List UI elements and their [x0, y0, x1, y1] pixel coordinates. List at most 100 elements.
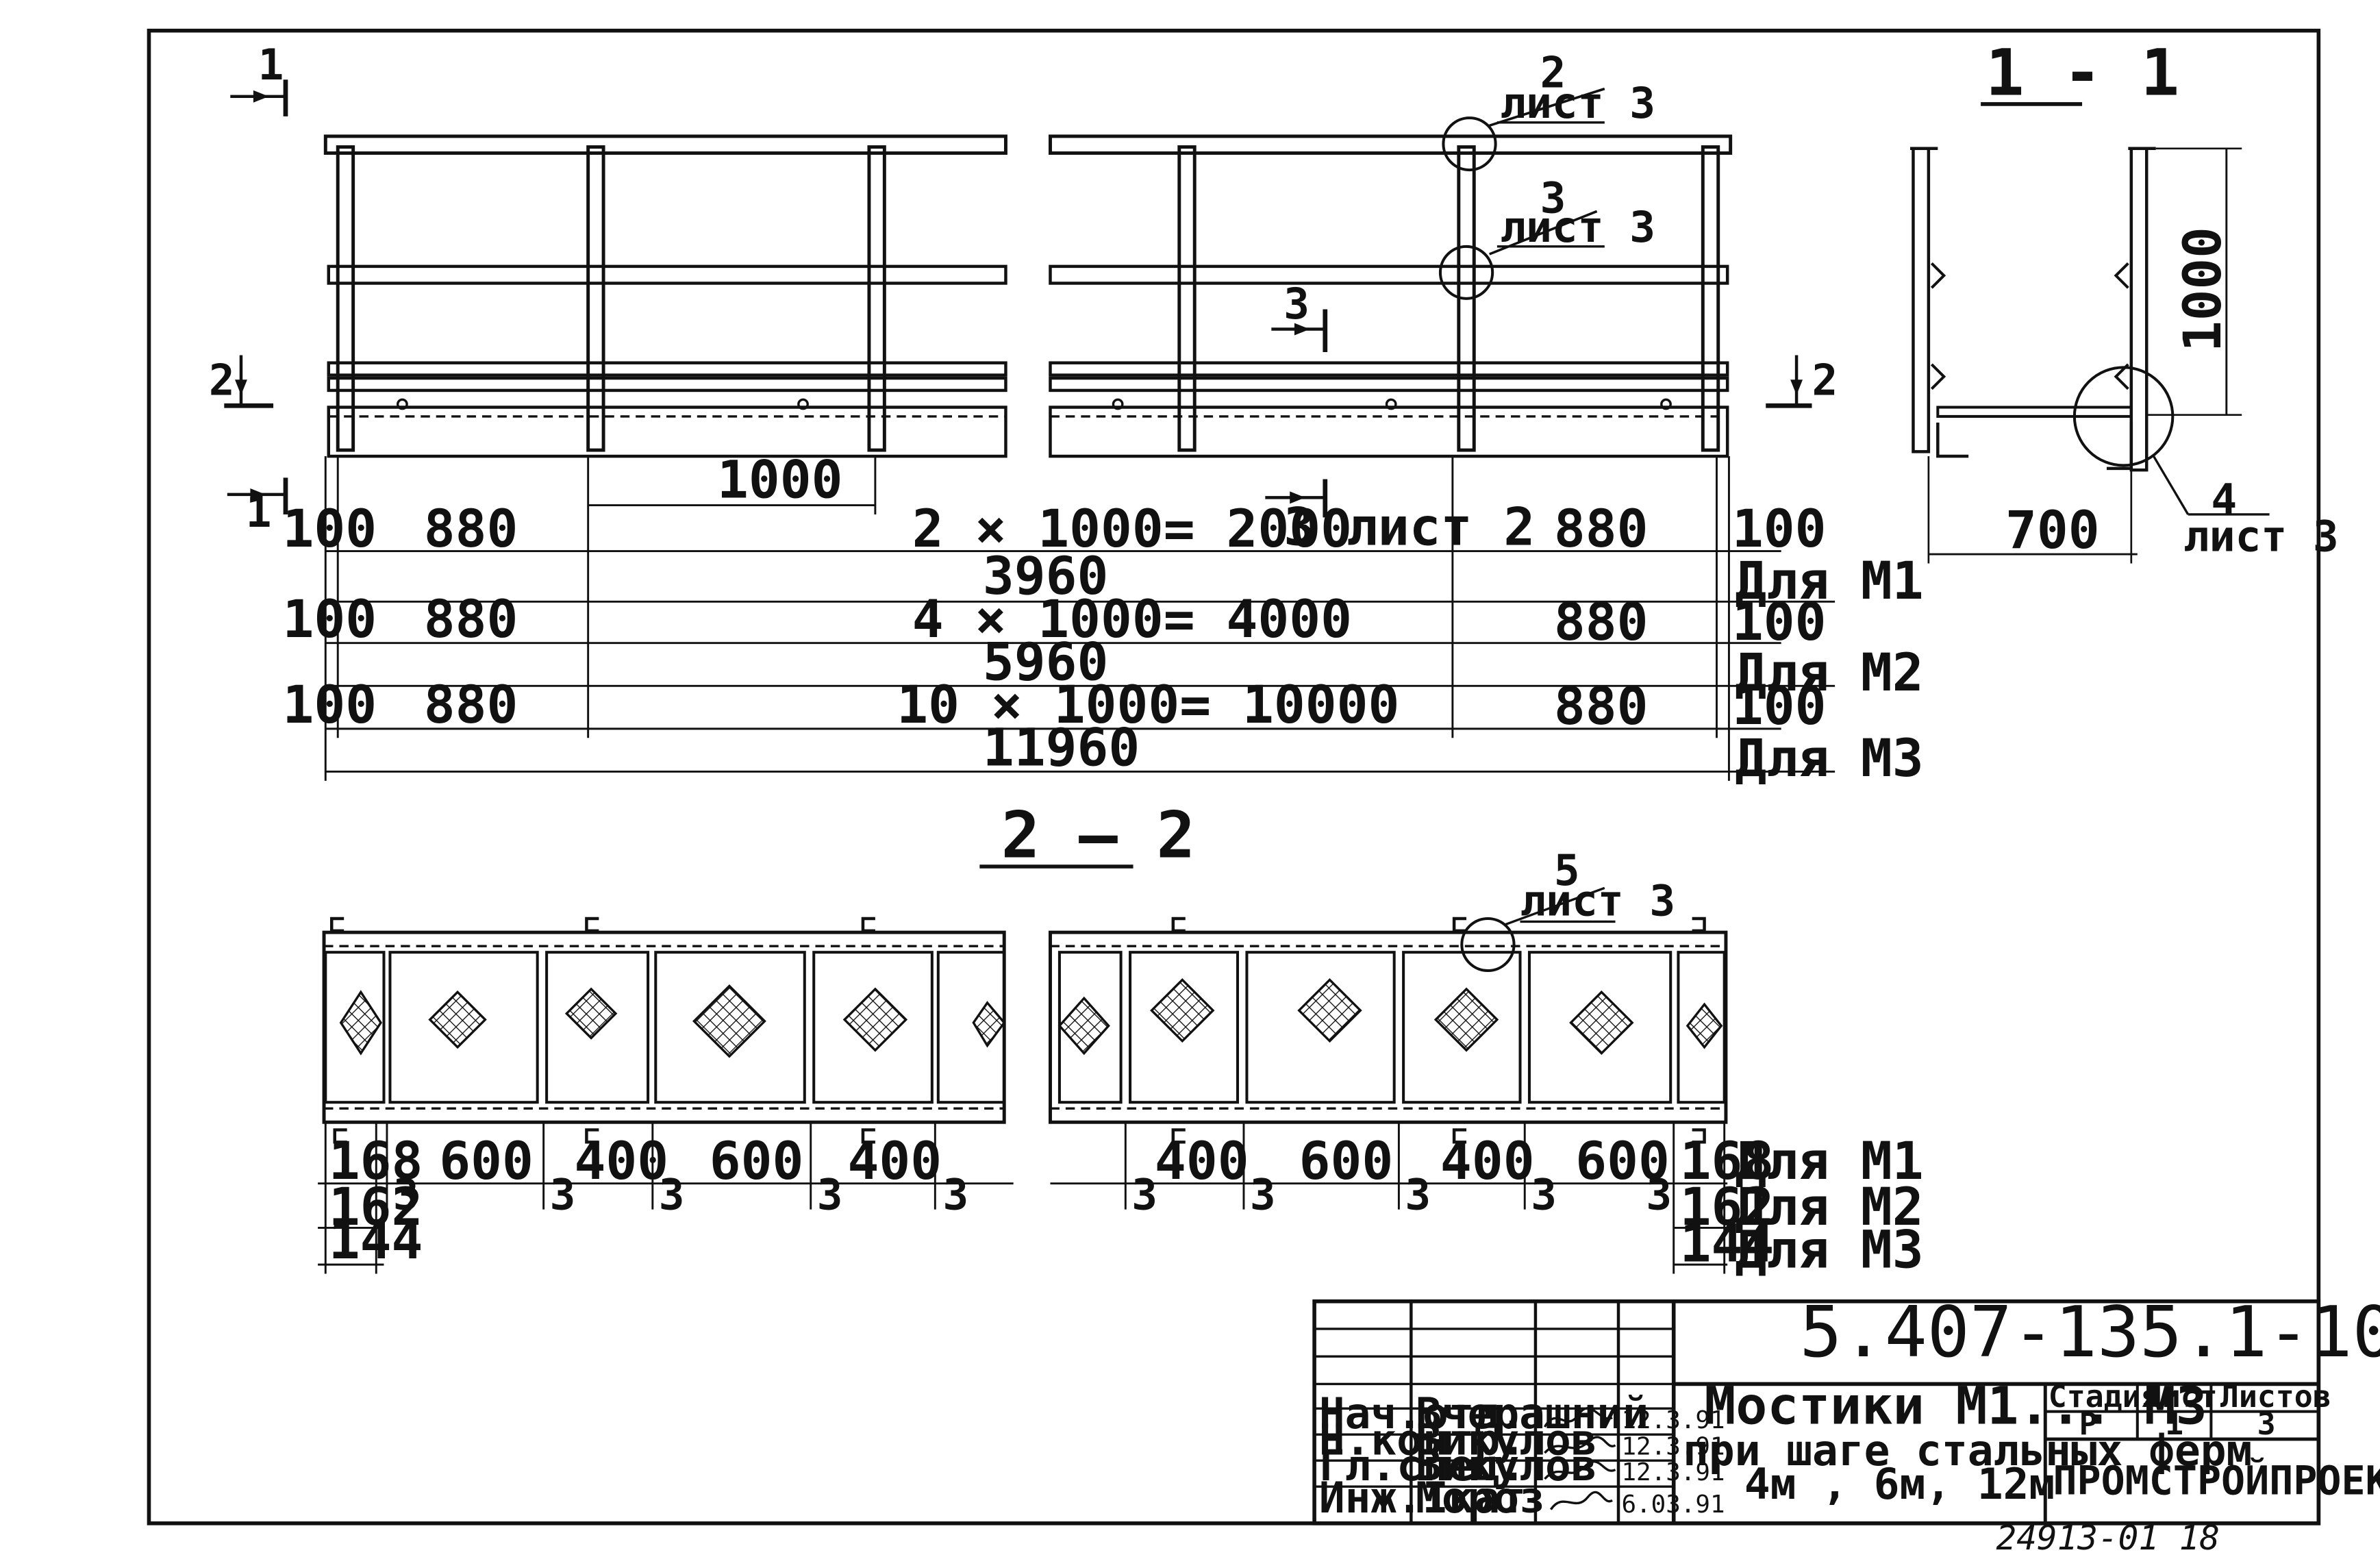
dim-gap-3: 3	[817, 1170, 843, 1220]
callout-4-sheet: лист 3	[2183, 512, 2339, 562]
staff-role: Гл.спец.	[1319, 1441, 1526, 1491]
stage-header: Стадия	[2049, 1378, 2159, 1415]
detail-circle	[2072, 366, 2175, 467]
dim-gap-3: 3	[393, 1170, 419, 1220]
staff-name: Мороз	[1416, 1473, 1545, 1523]
sheet-header: Лист	[2144, 1378, 2218, 1415]
callout-3-sheet: лист 3	[1500, 202, 1655, 252]
plan-2-2-view	[322, 886, 1728, 1144]
dim-gap-3: 3	[1250, 1170, 1276, 1220]
dim-gap-3: 3	[1131, 1170, 1157, 1220]
label-for-m2: Для М2	[1735, 642, 1923, 703]
signature-mark	[1544, 1436, 1616, 1454]
label-for-m2: Для М2	[1735, 1176, 1923, 1237]
dim-span: 400	[1155, 1130, 1249, 1191]
cut-1-label: 1	[258, 40, 284, 90]
staff-date: 12.3.91	[1621, 1432, 1725, 1460]
title-line-2: при шаге стальных ферм	[1683, 1425, 2252, 1475]
post	[1177, 145, 1197, 452]
title-line-3: 4м , 6м, 12м	[1744, 1459, 2055, 1509]
dim-gap-3: 3	[1531, 1170, 1557, 1220]
signature-mark	[1544, 1460, 1616, 1480]
dim-total-m2: 5960	[983, 631, 1109, 692]
staff-date: 12.3.91	[1621, 1406, 1725, 1434]
cut-2-label: 2	[209, 356, 235, 406]
cut-marker-2-left: 2	[209, 355, 274, 408]
cut-3-sheet-ref: 3 лист 2	[1283, 497, 1535, 558]
cut-3-label: 3	[1283, 279, 1310, 329]
dim-middle-span: 10 × 1000= 10000	[897, 674, 1399, 735]
dim-gap-3: 3	[943, 1170, 969, 1220]
view-title-2-2: 2 — 2	[1001, 799, 1195, 873]
dim-end-100: 100	[283, 588, 377, 649]
archive-number: 24913-01 18	[1996, 1518, 2220, 1557]
elevation-view	[323, 87, 1733, 458]
signature-mark	[1543, 1407, 1613, 1428]
dim-880: 880	[424, 674, 518, 735]
dim-880: 880	[1554, 675, 1649, 736]
dim-end-144: 144	[1680, 1213, 1775, 1274]
staff-name: Викулов	[1416, 1441, 1596, 1491]
dim-gap-3: 3	[659, 1170, 685, 1220]
title-line-1: Мостики М1... М3	[1705, 1375, 2207, 1436]
staff-date: 12.3.91	[1621, 1458, 1725, 1486]
dim-880: 880	[1554, 498, 1649, 559]
dim-span: 400	[574, 1130, 668, 1191]
detail-circle	[1460, 917, 1516, 973]
cut-marker-3-lower: 3 лист 2	[1265, 479, 1535, 558]
dim-span: 600	[439, 1130, 534, 1191]
label-for-m3: Для М3	[1735, 1219, 1923, 1280]
dim-gap-3: 3	[550, 1170, 576, 1220]
callout-2-sheet: лист 3	[1500, 78, 1655, 128]
dim-end-100: 100	[1732, 675, 1827, 736]
callout-2-number: 2	[1540, 47, 1566, 97]
label-for-m1: Для М1	[1735, 550, 1923, 611]
dim-total-m3: 11960	[983, 717, 1140, 778]
label-for-m1: Для М1	[1735, 1130, 1923, 1191]
dim-span: 400	[848, 1130, 942, 1191]
cut-marker-1-bottom: 1	[227, 477, 288, 537]
dim-end-144: 144	[329, 1210, 423, 1271]
staff-name: Вчерашний	[1416, 1388, 1649, 1438]
dim-post-spacing: 1000	[717, 449, 843, 510]
stage-value: Р	[2079, 1406, 2098, 1442]
dim-span: 400	[1440, 1130, 1535, 1191]
dim-gap-3: 3	[1646, 1170, 1672, 1220]
dim-880: 880	[424, 588, 518, 649]
dim-end-162: 162	[1680, 1176, 1775, 1237]
plan-dimensions	[318, 1122, 1728, 1274]
dim-end-168: 168	[1680, 1130, 1775, 1191]
staff-date: 6.03.91	[1621, 1491, 1725, 1519]
sheet-frame	[147, 28, 2321, 1525]
cut-marker-1-top: 1	[230, 40, 288, 116]
view-title-1-1: 1 - 1	[1986, 36, 2179, 111]
staff-role: Инж.Iкат	[1319, 1473, 1526, 1523]
dim-end-162: 162	[329, 1176, 423, 1237]
detail-circle	[1438, 245, 1494, 300]
cut-marker-3-upper: 3	[1271, 279, 1328, 353]
detail-circle	[1442, 116, 1497, 172]
cut-marker-2-right: 2	[1766, 355, 1838, 408]
dim-middle-span: 4 × 1000= 4000	[912, 588, 1352, 649]
dim-middle-span: 2 × 1000= 2000	[912, 498, 1352, 559]
dim-880: 880	[1554, 591, 1649, 652]
callout-3-number: 3	[1540, 173, 1566, 223]
staff-role: Н.контр.	[1319, 1415, 1526, 1465]
post	[336, 145, 355, 452]
post	[1701, 145, 1720, 452]
dim-end-100: 100	[1732, 591, 1827, 652]
sheet-value: 1	[2165, 1406, 2183, 1442]
callout-5-sheet: лист 3	[1520, 876, 1676, 926]
staff-name: Викулов	[1416, 1415, 1596, 1465]
post	[586, 145, 605, 452]
dim-span: 600	[1575, 1130, 1670, 1191]
organization-name: ПРОМСТРОЙПРОЕКТ	[2053, 1456, 2380, 1504]
callout-5-number: 5	[1554, 845, 1580, 895]
dim-span: 600	[1299, 1130, 1394, 1191]
signature-mark	[1549, 1491, 1613, 1510]
dim-total-m1: 3960	[983, 545, 1109, 606]
cut-1-label: 1	[246, 487, 272, 537]
label-for-m3: Для М3	[1735, 727, 1923, 788]
dim-end-100: 100	[283, 674, 377, 735]
